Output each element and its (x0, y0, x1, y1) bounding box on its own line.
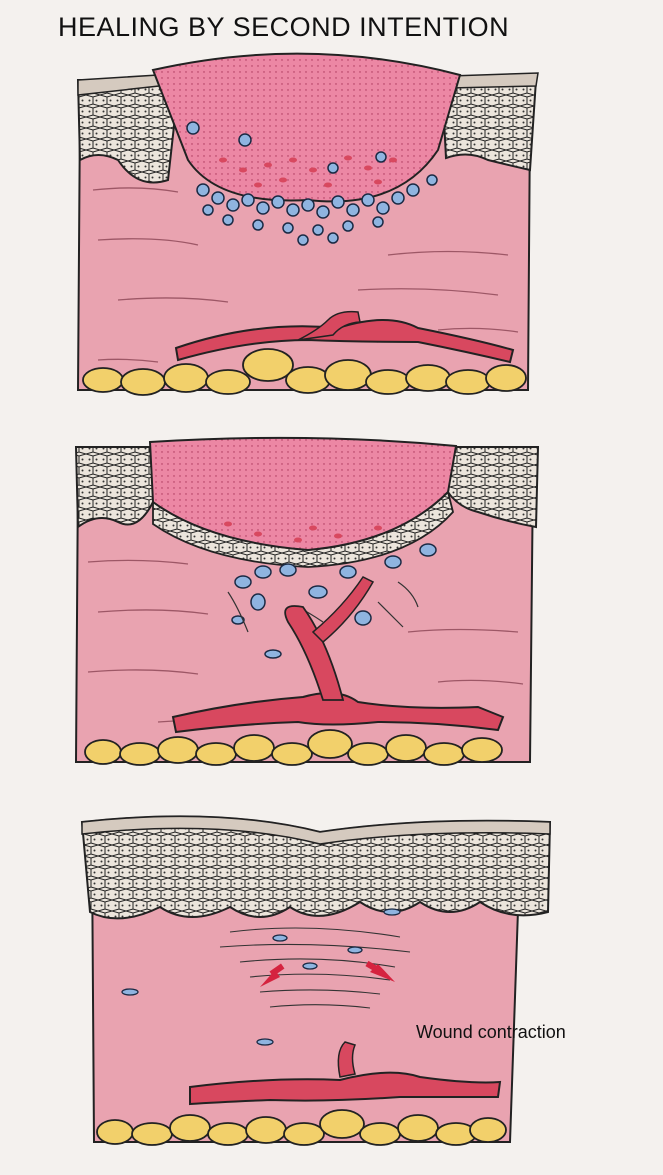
wound-contraction-label: Wound contraction (416, 1022, 566, 1043)
epidermis-left (76, 447, 153, 527)
panel-granulation-tissue (58, 432, 548, 777)
figure-title: HEALING BY SECOND INTENTION (58, 12, 509, 43)
panel-wound-contraction (70, 812, 560, 1157)
panel-early-granulation (58, 40, 558, 405)
